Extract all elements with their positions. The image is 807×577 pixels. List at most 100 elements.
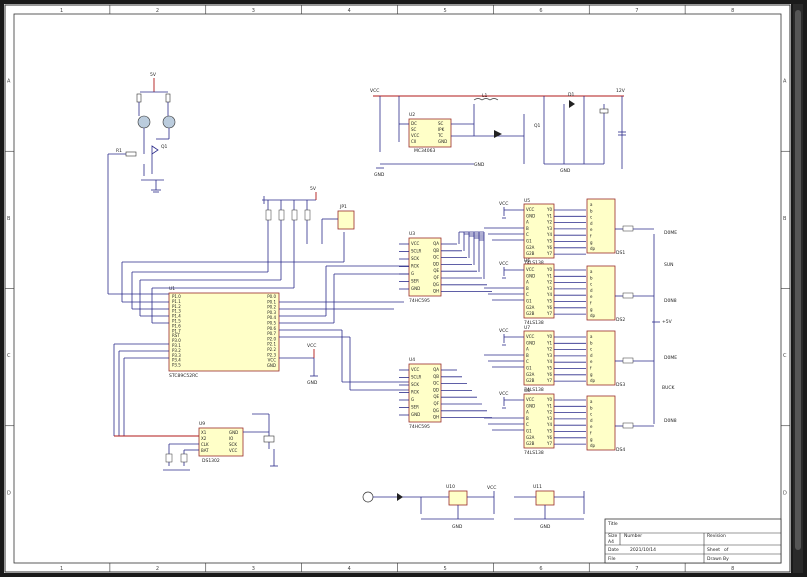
lm7805-1 bbox=[448, 490, 468, 506]
chip-pin-label: SER bbox=[411, 279, 419, 284]
chip-name: 74LS138 bbox=[524, 320, 544, 326]
svg-text:IO: IO bbox=[229, 436, 233, 441]
svg-text:U1: U1 bbox=[169, 286, 175, 292]
row-mark: A bbox=[7, 79, 11, 85]
svg-text:SCK: SCK bbox=[229, 442, 237, 447]
display-pin-label: c bbox=[590, 412, 592, 417]
svg-text:D0N8: D0N8 bbox=[664, 418, 677, 424]
mcu-pin-label: VCC bbox=[268, 358, 277, 363]
svg-text:U11: U11 bbox=[533, 484, 542, 490]
display-pin-label: dp bbox=[590, 313, 596, 318]
chip-pin-label: G1 bbox=[526, 299, 532, 304]
lm7805-2 bbox=[535, 490, 555, 506]
vcc-label: VCC bbox=[370, 88, 379, 94]
svg-text:U10: U10 bbox=[446, 484, 455, 490]
chip-pin-label: Y1 bbox=[546, 340, 552, 345]
chip-pin-label: Y2 bbox=[546, 410, 552, 415]
power-supply: U10 GND VCC U11 GND bbox=[362, 484, 585, 530]
svg-text:Sheet: Sheet bbox=[707, 547, 720, 553]
display-pin-label: a bbox=[590, 202, 593, 207]
mcu-pin-label: P2.1 bbox=[267, 342, 276, 347]
chip-ref: U8 bbox=[524, 388, 530, 394]
display-pin-label: f bbox=[590, 234, 592, 239]
mcu-pin-label: P1.0 bbox=[172, 294, 181, 299]
mcu-pin-label: P1.6 bbox=[172, 323, 181, 328]
mcu-pin-label: P1.3 bbox=[172, 309, 181, 314]
svg-text:Title: Title bbox=[607, 521, 618, 527]
chip-pin-label: Y5 bbox=[546, 366, 552, 371]
chip-pin-label: VCC bbox=[526, 334, 535, 339]
chip-pin-label: G2A bbox=[526, 372, 535, 377]
vertical-scrollbar[interactable] bbox=[793, 4, 803, 573]
chip-pin-label: Y2 bbox=[546, 280, 552, 285]
chip-pin-label: GND bbox=[526, 340, 535, 345]
chip-pin-label: Y5 bbox=[546, 429, 552, 434]
chip-pin-label: QG bbox=[433, 282, 439, 287]
svg-text:Q1: Q1 bbox=[161, 144, 168, 150]
mcu-pin-label: P0.2 bbox=[267, 305, 276, 310]
chip-pin-label: Y3 bbox=[546, 226, 552, 231]
svg-text:GND: GND bbox=[560, 168, 571, 174]
chip-name: 74HC595 bbox=[409, 298, 430, 304]
chip-pin-label: QE bbox=[433, 268, 439, 273]
chip-pin-label: VCC bbox=[526, 397, 535, 402]
switch-array: 5V JP1 bbox=[262, 186, 355, 244]
chip-pin-label: G1 bbox=[526, 429, 532, 434]
chip-pin-label: G1 bbox=[526, 239, 532, 244]
col-mark: 8 bbox=[731, 8, 734, 14]
svg-text:GND: GND bbox=[229, 430, 238, 435]
chip-pin-label: B bbox=[526, 226, 529, 231]
svg-text:U9: U9 bbox=[199, 421, 205, 427]
svg-text:GND: GND bbox=[474, 162, 485, 168]
chip-pin-label: A bbox=[526, 220, 529, 225]
chip-pin-label: SCLR bbox=[411, 375, 422, 380]
svg-text:DS1302: DS1302 bbox=[202, 458, 220, 464]
sensor-circuit: 5V R1 Q1 bbox=[107, 72, 176, 294]
display-ref: DS1 bbox=[616, 250, 625, 256]
display-pin-label: b bbox=[590, 340, 593, 345]
row-mark: D bbox=[783, 490, 787, 496]
display-pin-label: d bbox=[590, 221, 593, 226]
svg-text:VCC: VCC bbox=[229, 448, 238, 453]
svg-text:Date: Date bbox=[608, 547, 619, 553]
chip-ref: U7 bbox=[524, 325, 530, 331]
col-mark: 6 bbox=[539, 8, 542, 14]
display-pin-label: a bbox=[590, 399, 593, 404]
display-pin-label: dp bbox=[590, 443, 596, 448]
vcc-label: VCC bbox=[499, 328, 508, 334]
chip-pin-label: G2B bbox=[526, 251, 535, 256]
display-pin-label: a bbox=[590, 334, 593, 339]
chip-pin-label: G2B bbox=[526, 311, 535, 316]
svg-text:CLK: CLK bbox=[201, 442, 209, 447]
display-pin-label: f bbox=[590, 431, 592, 436]
vcc-label: VCC bbox=[499, 261, 508, 267]
chip-pin-label: Y2 bbox=[546, 347, 552, 352]
svg-text:DC: DC bbox=[411, 121, 417, 126]
chip-pin-label: C bbox=[526, 232, 529, 237]
shift-registers: U374HC595VCCSCLRSCKRCKGSERGNDQAQBQCQDQEQ… bbox=[399, 231, 492, 430]
sensor-module bbox=[337, 210, 355, 230]
chip-pin-label: C bbox=[526, 359, 529, 364]
chip-ref: U5 bbox=[524, 198, 530, 204]
chip-pin-label: A bbox=[526, 410, 529, 415]
mc34063-chip bbox=[408, 118, 452, 148]
mcu-pin-label: P3.1 bbox=[172, 343, 181, 348]
chip-pin-label: VCC bbox=[411, 241, 420, 246]
chip-pin-label: Y0 bbox=[546, 267, 552, 272]
mcu-pin-label: P1.4 bbox=[172, 314, 181, 319]
chip-pin-label: Y4 bbox=[546, 422, 552, 427]
col-mark: 7 bbox=[635, 566, 638, 572]
chip-name: 74LS138 bbox=[524, 260, 544, 266]
mcu-pin-label: P3.5 bbox=[172, 363, 181, 368]
boost-converter: VCC 12V U2 MC34063 DC SC VCC CII SC IPK … bbox=[370, 88, 626, 178]
svg-text:GND: GND bbox=[540, 524, 551, 530]
scrollbar-thumb[interactable] bbox=[795, 10, 801, 550]
chip-pin-label: Y6 bbox=[546, 435, 552, 440]
col-mark: 7 bbox=[635, 8, 638, 14]
outer-border bbox=[4, 4, 791, 573]
v12-label: 12V bbox=[616, 88, 626, 94]
svg-text:of: of bbox=[724, 547, 729, 553]
mcu-pin-label: GND bbox=[267, 363, 276, 368]
svg-text:File: File bbox=[608, 556, 616, 562]
chip-pin-label: QA bbox=[433, 241, 439, 246]
